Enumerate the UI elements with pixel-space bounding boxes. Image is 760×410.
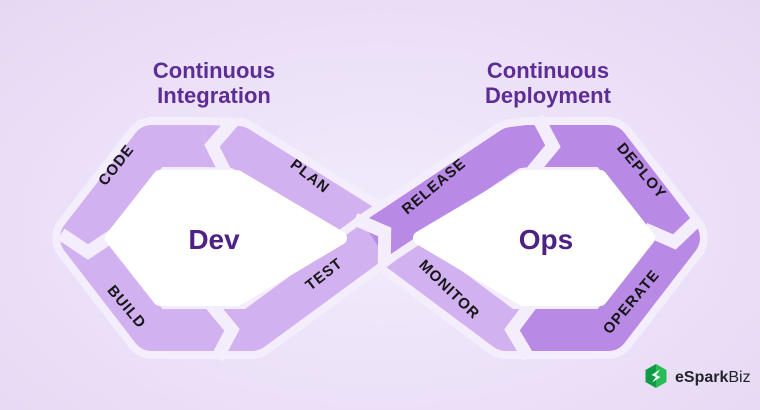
chevron-gap-test-release-icon bbox=[352, 213, 392, 265]
chevron-gap-plan-code-icon bbox=[204, 116, 239, 178]
dev-center-hexagon bbox=[105, 170, 347, 306]
logo-wordmark-bold: eSpark bbox=[675, 369, 728, 386]
cd-title-line1: Continuous bbox=[487, 58, 609, 83]
ops-label: Ops bbox=[519, 224, 573, 255]
esparkbiz-logo: eSparkBiz bbox=[645, 364, 751, 388]
ci-title-line1: Continuous bbox=[153, 58, 275, 83]
dev-loop-ring bbox=[60, 125, 238, 351]
chevron-gap-release-deploy-icon bbox=[527, 114, 561, 176]
dev-label: Dev bbox=[188, 224, 240, 255]
logo-wordmark: eSparkBiz bbox=[675, 369, 751, 386]
chevron-gap-deploy-operate-icon bbox=[642, 214, 703, 250]
espark-hexagon-spark-icon bbox=[645, 364, 667, 388]
chevron-gap-operate-monitor-icon bbox=[504, 299, 537, 362]
logo-hexagon-left bbox=[645, 364, 656, 388]
ops-center-hexagon bbox=[413, 170, 655, 306]
logo-spark-bolt bbox=[651, 369, 661, 383]
cd-title-line2: Deployment bbox=[485, 83, 612, 108]
logo-wordmark-regular: Biz bbox=[728, 369, 750, 386]
chevron-gap-build-test-icon bbox=[206, 300, 240, 362]
logo-hexagon-right bbox=[656, 364, 667, 388]
ci-title-line2: Integration bbox=[157, 83, 271, 108]
release-band bbox=[362, 125, 558, 258]
